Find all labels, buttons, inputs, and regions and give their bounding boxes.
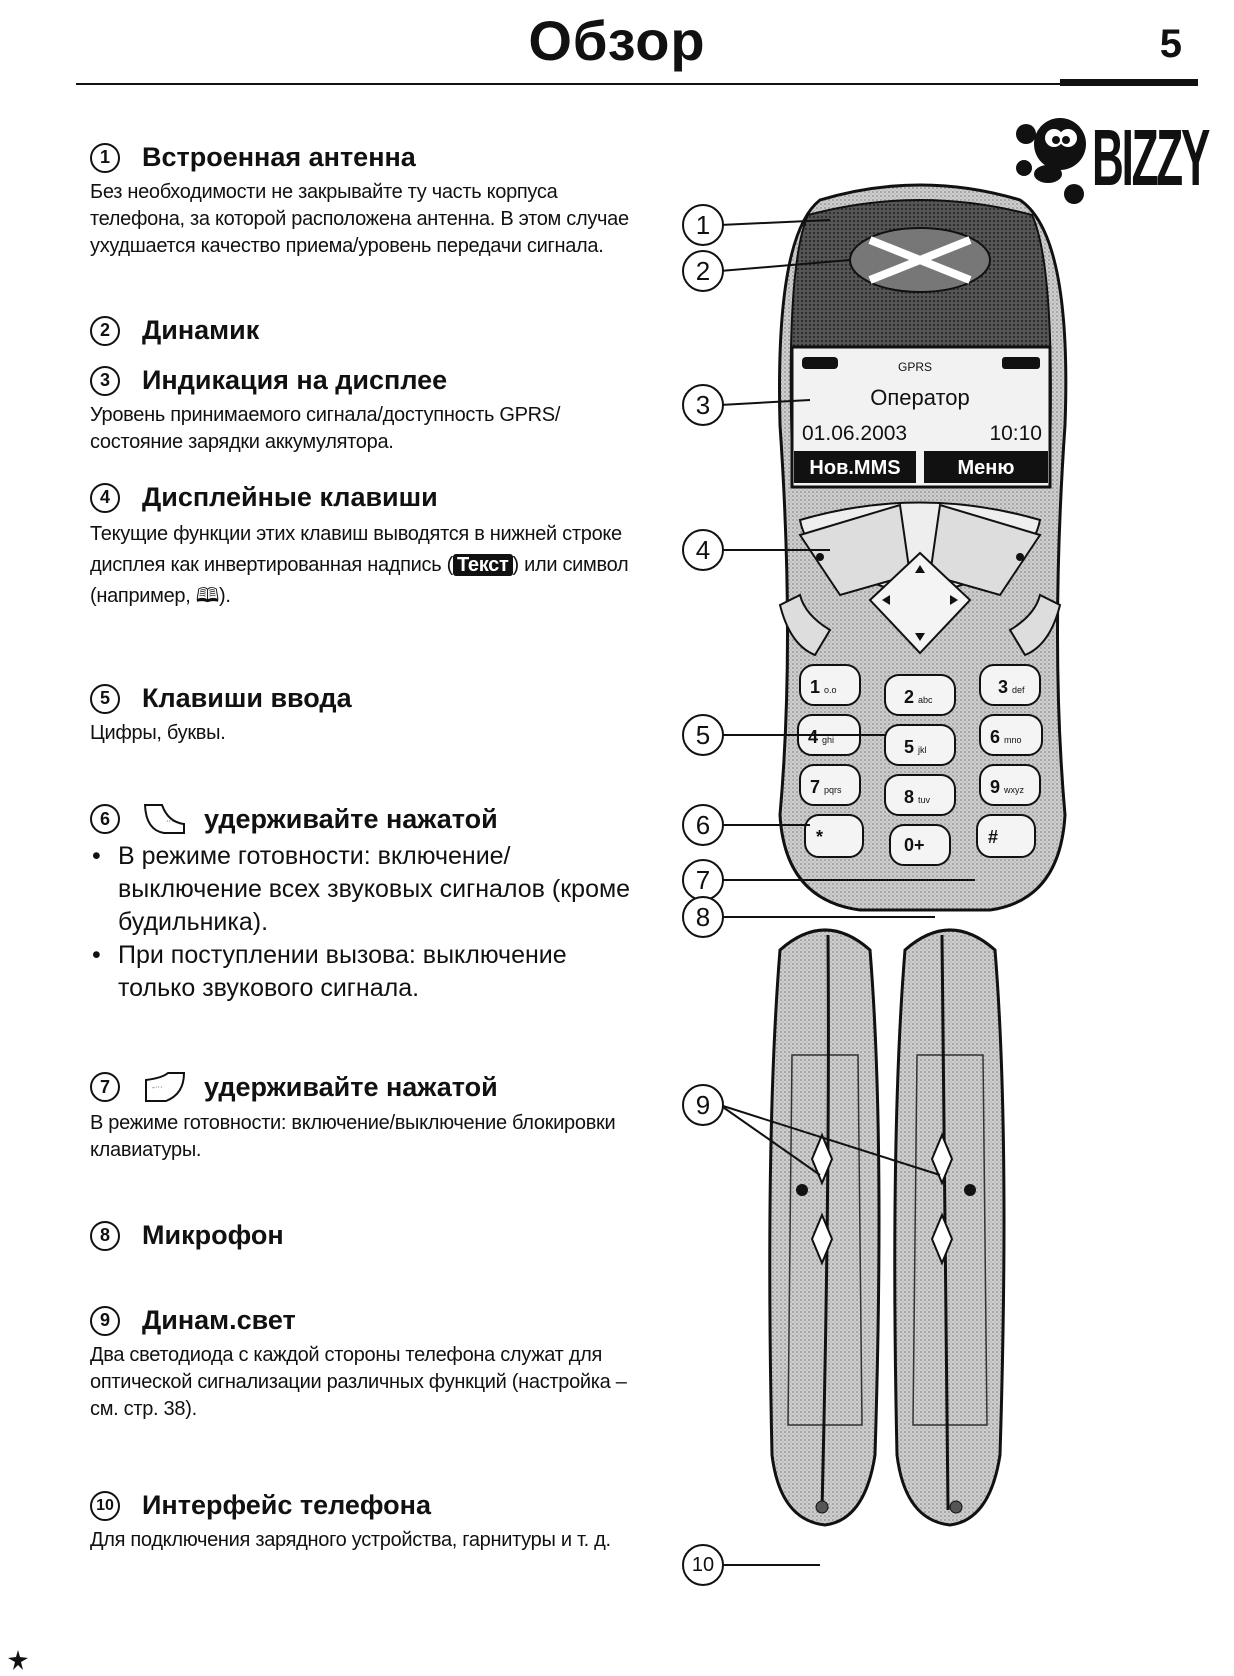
- section-light: 9 Динам.свет Два светодиода с каждой сто…: [90, 1305, 650, 1423]
- section-body: Уровень принимаемого сигнала/доступность…: [90, 402, 650, 456]
- callout-1: 1: [682, 204, 724, 246]
- number-badge: 2: [90, 316, 120, 346]
- section-title: Встроенная антенна: [142, 142, 416, 173]
- key-hash: #: [988, 827, 998, 847]
- svg-text:pqrs: pqrs: [824, 785, 842, 795]
- lcd-time: 10:10: [989, 422, 1042, 445]
- page-title: Обзор: [0, 8, 1234, 73]
- svg-text:tuv: tuv: [918, 795, 931, 805]
- section-star-key: 6 ··· удерживайте нажатой В режиме готов…: [90, 802, 650, 1005]
- section-microphone: 8 Микрофон: [90, 1220, 650, 1251]
- number-badge: 4: [90, 483, 120, 513]
- section-antenna: 1 Встроенная антенна Без необходимости н…: [90, 142, 650, 260]
- softkey-left-label: Нов.MMS: [809, 457, 900, 479]
- list-item: В режиме готовности: включение/ выключен…: [90, 840, 650, 939]
- callout-7: 7: [682, 859, 724, 901]
- section-title: Динам.свет: [142, 1305, 296, 1336]
- svg-text:···: ···: [166, 817, 174, 826]
- lcd-gprs-label: GPRS: [898, 360, 932, 374]
- section-body: В режиме готовности: включение/выключени…: [90, 1110, 650, 1164]
- key-4: 4: [808, 727, 818, 747]
- lcd-operator: Оператор: [870, 385, 970, 410]
- key-0: 0+: [904, 835, 925, 855]
- section-title: удерживайте нажатой: [204, 804, 498, 835]
- callout-8: 8: [682, 896, 724, 938]
- key-1: 1: [810, 677, 820, 697]
- section-title: удерживайте нажатой: [204, 1072, 498, 1103]
- svg-text:mno: mno: [1004, 735, 1022, 745]
- svg-text:def: def: [1012, 685, 1025, 695]
- star-key-icon: ···: [142, 802, 188, 836]
- number-badge: 6: [90, 804, 120, 834]
- svg-text:o.o: o.o: [824, 685, 837, 695]
- callout-3: 3: [682, 384, 724, 426]
- key-2: 2: [904, 687, 914, 707]
- callout-2: 2: [682, 250, 724, 292]
- section-display: 3 Индикация на дисплее Уровень принимаем…: [90, 365, 650, 456]
- number-badge: 1: [90, 143, 120, 173]
- softkey-right-label: Меню: [958, 457, 1015, 479]
- footer-mark-icon: [6, 1648, 30, 1672]
- number-badge: 9: [90, 1306, 120, 1336]
- section-body: Без необходимости не закрывайте ту часть…: [90, 179, 650, 260]
- callout-9: 9: [682, 1084, 724, 1126]
- number-badge: 8: [90, 1221, 120, 1251]
- number-badge: 5: [90, 684, 120, 714]
- number-badge: 7: [90, 1072, 120, 1102]
- key-3: 3: [998, 677, 1008, 697]
- svg-text:-···: -···: [152, 1083, 163, 1092]
- page-number: 5: [1160, 22, 1182, 67]
- header-rule: [76, 83, 1198, 85]
- key-8: 8: [904, 787, 914, 807]
- section-speaker: 2 Динамик: [90, 315, 650, 346]
- callout-6: 6: [682, 804, 724, 846]
- bullet-list: В режиме готовности: включение/ выключен…: [90, 840, 650, 1005]
- number-badge: 3: [90, 366, 120, 396]
- callout-10: 10: [682, 1544, 724, 1586]
- lcd-date: 01.06.2003: [802, 422, 907, 445]
- key-7: 7: [810, 777, 820, 797]
- section-input-keys: 5 Клавиши ввода Цифры, буквы.: [90, 683, 650, 747]
- section-title: Интерфейс телефона: [142, 1490, 431, 1521]
- phone-drawing: GPRS Оператор 01.06.2003 10:10 Нов.MMS М…: [680, 175, 1200, 1595]
- key-9: 9: [990, 777, 1000, 797]
- svg-text:jkl: jkl: [917, 745, 927, 755]
- inverted-text-sample: Текст: [453, 554, 513, 576]
- number-badge: 10: [90, 1491, 120, 1521]
- key-star: *: [816, 827, 823, 847]
- section-title: Микрофон: [142, 1220, 284, 1251]
- section-body: Текущие функции этих клавиш выводятся в …: [90, 519, 650, 612]
- section-title: Индикация на дисплее: [142, 365, 447, 396]
- section-softkeys: 4 Дисплейные клавиши Текущие функции эти…: [90, 482, 650, 612]
- section-interface: 10 Интерфейс телефона Для подключения за…: [90, 1490, 650, 1554]
- svg-text:ghi: ghi: [822, 735, 834, 745]
- svg-text:abc: abc: [918, 695, 933, 705]
- callout-4: 4: [682, 529, 724, 571]
- section-body: Для подключения зарядного устройства, га…: [90, 1527, 650, 1554]
- phone-illustration: GPRS Оператор 01.06.2003 10:10 Нов.MMS М…: [680, 175, 1200, 1595]
- section-body: Цифры, буквы.: [90, 720, 650, 747]
- section-title: Динамик: [142, 315, 259, 346]
- section-title: Дисплейные клавиши: [142, 482, 438, 513]
- header-rule-accent: [1060, 79, 1198, 86]
- key-5: 5: [904, 737, 914, 757]
- list-item: При поступлении вызова: выключение тольк…: [90, 939, 650, 1005]
- book-icon: 🕮: [196, 585, 219, 607]
- section-title: Клавиши ввода: [142, 683, 352, 714]
- svg-text:wxyz: wxyz: [1003, 785, 1024, 795]
- section-body: Два светодиода с каждой стороны телефона…: [90, 1342, 650, 1423]
- hash-key-icon: -···: [142, 1070, 188, 1104]
- key-6: 6: [990, 727, 1000, 747]
- section-hash-key: 7 -··· удерживайте нажатой В режиме гото…: [90, 1070, 650, 1164]
- callout-5: 5: [682, 714, 724, 756]
